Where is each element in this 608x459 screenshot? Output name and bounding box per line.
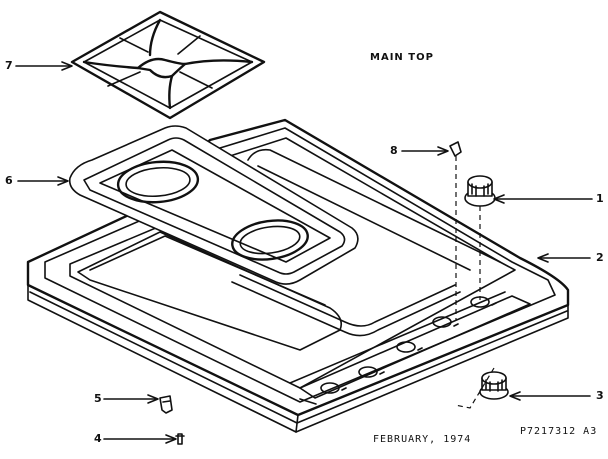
knob-upper [464, 175, 496, 207]
leader-lines [15, 61, 593, 444]
drawing-code: P7217312 A3 [520, 426, 598, 437]
callout-8: 8 [390, 144, 398, 157]
rivet-part [175, 433, 185, 445]
callout-7: 7 [5, 59, 13, 72]
screw-part [159, 395, 173, 414]
callout-6: 6 [5, 174, 13, 187]
spring-clip [449, 141, 462, 157]
callout-5: 5 [94, 392, 102, 405]
callout-4: 4 [94, 432, 102, 445]
assembly-lines [454, 156, 495, 409]
burner-cover-plate [68, 125, 359, 285]
callout-3: 3 [596, 389, 604, 402]
callout-2: 2 [596, 251, 604, 264]
diagram-date: FEBRUARY, 1974 [373, 434, 472, 445]
diagram-title: MAIN TOP [370, 52, 434, 63]
callout-1: 1 [596, 192, 604, 205]
knob-lower [479, 371, 509, 400]
burner-grate [70, 10, 266, 120]
